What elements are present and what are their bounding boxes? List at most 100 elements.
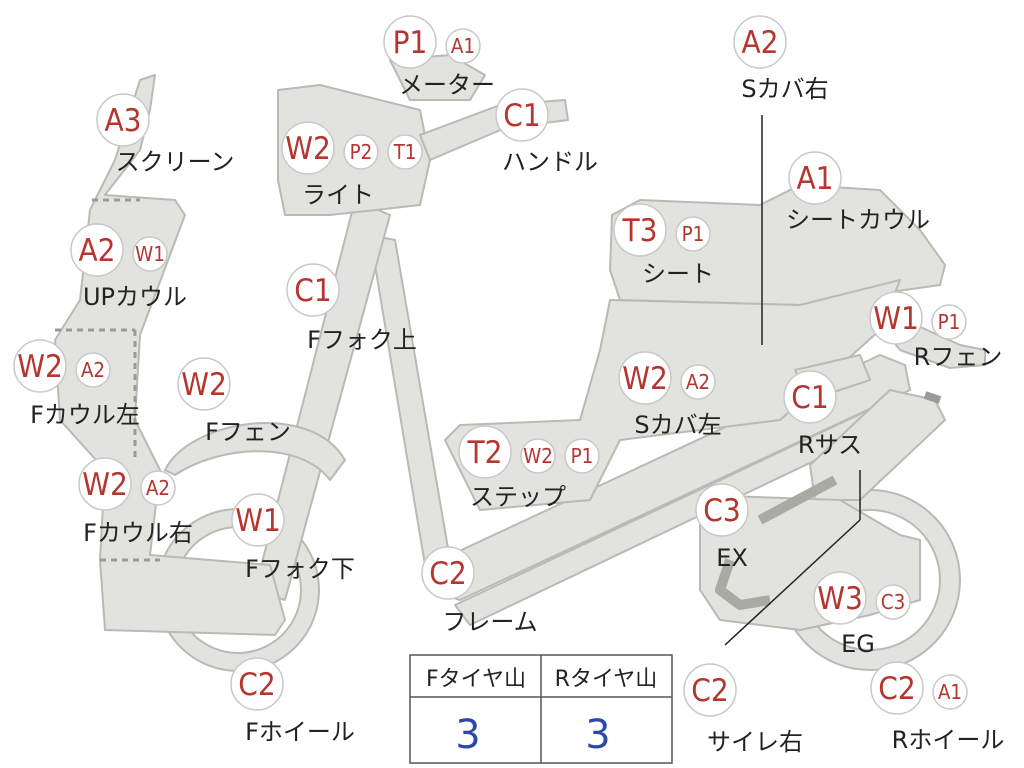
part-label: Fフォク下 — [245, 555, 355, 583]
badge-circle — [870, 661, 924, 715]
badge-circle — [458, 425, 512, 479]
damage-code-badge: W2 — [281, 121, 335, 175]
part-label: Sカバ右 — [741, 75, 828, 103]
damage-code: W2 — [82, 467, 128, 503]
damage-code-badge: A2 — [680, 364, 716, 400]
part-label: Fホイール — [245, 718, 355, 746]
damage-code: P1 — [682, 222, 705, 246]
damage-code: W2 — [285, 131, 331, 167]
damage-code: A2 — [146, 476, 170, 500]
part-handle: C1 ハンドル — [495, 88, 598, 176]
damage-code-badge: W1 — [132, 236, 168, 272]
damage-code-badge: A2 — [75, 352, 111, 388]
damage-code: P1 — [938, 310, 961, 334]
badge-circle — [96, 93, 150, 147]
damage-code-badge: A2 — [70, 223, 124, 277]
damage-code-badge: C1 — [495, 88, 549, 142]
damage-code-badge: C3 — [875, 584, 911, 620]
part-label: シートカウル — [786, 206, 930, 234]
badge-circle — [387, 134, 423, 170]
badge-circle — [875, 584, 911, 620]
damage-code: T3 — [622, 213, 658, 249]
badge-circle — [932, 674, 968, 710]
damage-code-badge: A2 — [733, 15, 787, 69]
badge-circle — [286, 263, 340, 317]
part-label: シート — [642, 260, 714, 288]
damage-code-badge: W2 — [177, 357, 231, 411]
badge-circle — [613, 203, 667, 257]
damage-code-badge: C2 — [683, 663, 737, 717]
badge-circle — [695, 483, 749, 537]
part-label: ハンドル — [502, 148, 598, 176]
badge-circle — [869, 291, 923, 345]
part-label: ライト — [302, 181, 374, 209]
tire-tread-table: Fタイヤ山 Rタイヤ山 3 3 — [409, 654, 673, 764]
damage-code-badge: T3 — [613, 203, 667, 257]
badge-circle — [680, 364, 716, 400]
part-label: Fカウル右 — [83, 519, 193, 547]
badge-circle — [783, 370, 837, 424]
damage-code-badge: T1 — [387, 134, 423, 170]
part-label: UPカウル — [83, 283, 187, 311]
damage-code-badge: W2 — [520, 438, 556, 474]
damage-code: T2 — [467, 435, 503, 471]
damage-code-badge: W1 — [869, 291, 923, 345]
part-label: EX — [716, 544, 748, 572]
badge-circle — [421, 546, 475, 600]
front-tire-header: Fタイヤ山 — [426, 667, 526, 692]
badge-circle — [132, 236, 168, 272]
damage-code-badge: C3 — [695, 483, 749, 537]
damage-code-badge: W2 — [78, 457, 132, 511]
damage-code-badge: C1 — [783, 370, 837, 424]
damage-code-badge: W2 — [13, 339, 67, 393]
damage-code: C1 — [503, 98, 540, 134]
damage-code: C2 — [429, 556, 466, 592]
badge-circle — [140, 470, 176, 506]
badge-circle — [813, 571, 867, 625]
badge-circle — [564, 438, 600, 474]
part-label: Fフォク上 — [307, 326, 417, 354]
part-light: W2 P2 T1 ライト — [281, 121, 423, 209]
part-label: Sカバ左 — [634, 411, 721, 439]
damage-code-badge: A1 — [445, 28, 481, 64]
damage-code: W1 — [873, 301, 919, 337]
part-label: Rサス — [798, 431, 862, 459]
badge-circle — [231, 493, 285, 547]
damage-code: W2 — [523, 444, 553, 468]
damage-code: A3 — [104, 103, 141, 139]
damage-code: P2 — [350, 140, 373, 164]
badge-circle — [520, 438, 556, 474]
damage-code: P1 — [393, 25, 428, 61]
part-label: Fカウル左 — [30, 401, 140, 429]
damage-code-badge: P1 — [931, 304, 967, 340]
damage-code: C1 — [294, 273, 331, 309]
rear-tire-header: Rタイヤ山 — [555, 667, 658, 692]
damage-code: C1 — [791, 380, 828, 416]
part-label: メーター — [399, 71, 495, 99]
damage-code-badge: A3 — [96, 93, 150, 147]
part-label: Rフェン — [914, 343, 1003, 371]
badge-circle — [13, 339, 67, 393]
damage-code-badge: A1 — [932, 674, 968, 710]
damage-code: W3 — [817, 581, 863, 617]
damage-code: W1 — [235, 503, 281, 539]
exhaust-pipe-shape — [715, 558, 771, 610]
damage-code: C2 — [691, 673, 728, 709]
badge-circle — [177, 357, 231, 411]
badge-circle — [618, 351, 672, 405]
damage-code-badge: T2 — [458, 425, 512, 479]
part-label: Rホイール — [892, 726, 1005, 754]
